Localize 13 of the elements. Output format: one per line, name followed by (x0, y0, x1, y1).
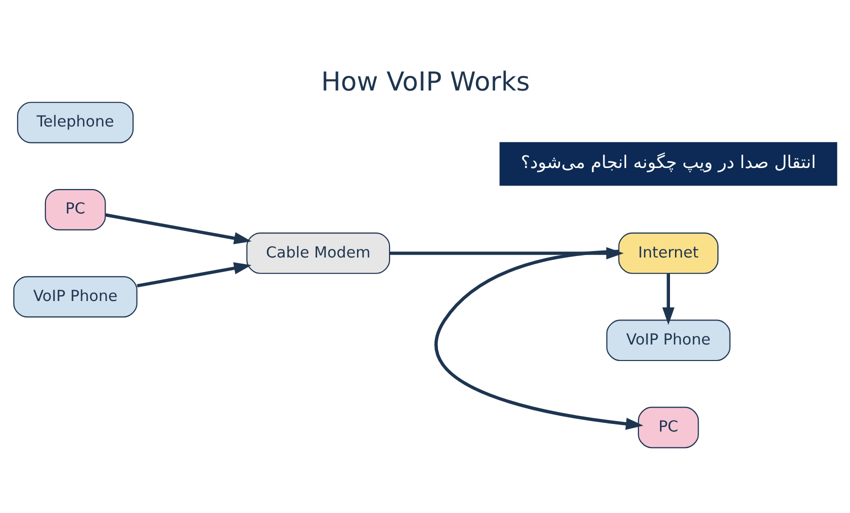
node-box: PC (637, 406, 698, 448)
node-box: Telephone (16, 102, 134, 144)
arrow (104, 213, 252, 244)
node-box: VoIP Phone (606, 320, 730, 362)
arrow (136, 262, 251, 288)
node-box: PC (44, 188, 106, 230)
diagram-title: How VoIP Works (320, 68, 530, 98)
arrow (434, 250, 643, 430)
caption: انتقال صدا در ویپ چگونه انجام می‌شود؟ (520, 153, 816, 174)
arrow (662, 274, 674, 325)
node-box: Internet (618, 232, 718, 274)
node-box: Cable Modem (246, 232, 390, 274)
node-box: VoIP Phone (12, 276, 137, 318)
